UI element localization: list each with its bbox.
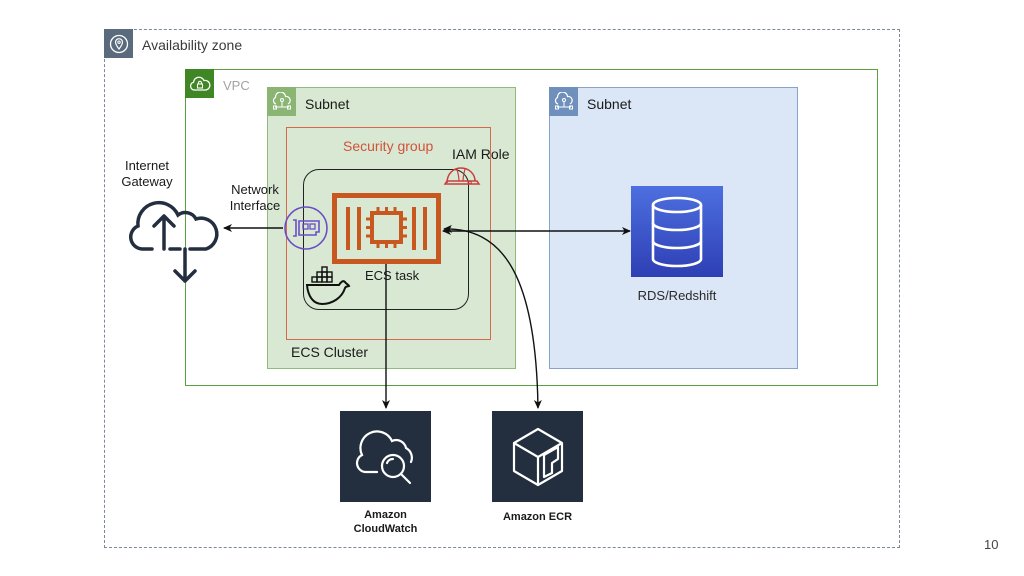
- amazon-ecr-label: Amazon ECR: [502, 511, 573, 523]
- page-number: 10: [984, 537, 999, 552]
- cloud-magnifier-icon: [355, 429, 413, 484]
- location-pin-icon: [104, 29, 133, 58]
- cloud-lock-icon: [185, 69, 214, 98]
- network-interface-label-line2: Interface: [229, 198, 281, 213]
- docker-whale-icon: [305, 264, 351, 311]
- internet-gateway-label: Internet Gateway: [114, 158, 180, 190]
- rds-redshift-node: [631, 186, 723, 277]
- rds-redshift-label: RDS/Redshift: [637, 288, 717, 303]
- network-interface-label: Network Interface: [222, 182, 288, 214]
- cloudwatch-label-line2: CloudWatch: [353, 523, 418, 535]
- network-interface-label-line1: Network: [231, 182, 279, 197]
- subnet-cloud-icon: [549, 87, 578, 116]
- cloudwatch-label-line1: Amazon: [364, 509, 407, 521]
- subnet-label-right: Subnet: [587, 96, 632, 112]
- subnet-label-left: Subnet: [305, 96, 350, 112]
- security-group-label: Security group: [343, 138, 434, 154]
- cube-icon: [512, 427, 563, 486]
- amazon-cloudwatch-node: [340, 411, 431, 502]
- internet-gateway-label-line1: Internet: [124, 158, 170, 173]
- ecs-task-chip-icon: [332, 193, 441, 269]
- subnet-cloud-icon: [267, 87, 296, 116]
- hard-hat-icon: [443, 163, 481, 192]
- cloud-upload-download-icon: [128, 193, 224, 290]
- availability-zone-label: Availability zone: [142, 37, 243, 53]
- vpc-label: VPC: [223, 78, 250, 93]
- amazon-cloudwatch-label: Amazon CloudWatch: [330, 508, 441, 536]
- iam-role-label: IAM Role: [452, 146, 510, 162]
- amazon-ecr-node: [492, 411, 583, 502]
- database-icon: [651, 196, 703, 267]
- ecs-cluster-label: ECS Cluster: [291, 344, 369, 360]
- availability-zone-container: [104, 29, 900, 548]
- ecs-task-label: ECS task: [365, 268, 420, 283]
- network-card-icon: [283, 205, 329, 256]
- internet-gateway-label-line2: Gateway: [121, 174, 173, 189]
